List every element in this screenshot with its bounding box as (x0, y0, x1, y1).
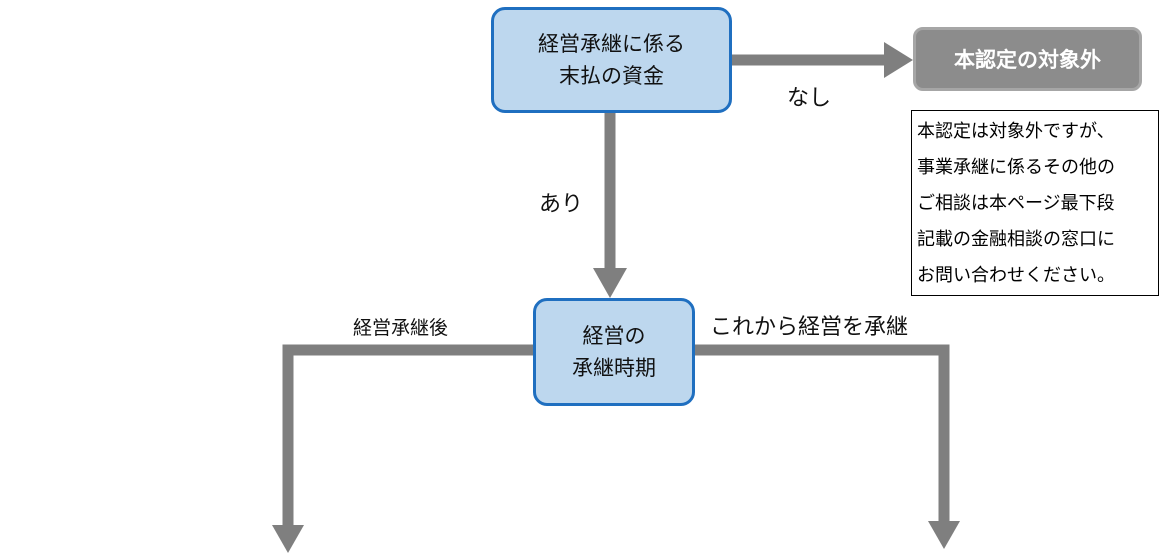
edge-label-none: なし (787, 86, 832, 111)
note-line-2: 事業承継に係るその他の (917, 157, 1115, 178)
arrow-after-head (272, 525, 304, 553)
arrow-future-shaft (695, 344, 950, 523)
succession-timing-node: 経営の 承継時期 (533, 298, 695, 406)
succession-timing-line-2: 承継時期 (572, 356, 656, 380)
excluded-node: 本認定の対象外 (913, 27, 1142, 91)
arrow-future-head (928, 521, 960, 549)
funding-question-node: 経営承継に係る 末払の資金 (491, 7, 732, 113)
edge-label-after-succession: 経営承継後 (353, 317, 449, 339)
note-line-1: 本認定は対象外ですが、 (917, 121, 1115, 142)
note-line-3: ご相談は本ページ最下段 (917, 193, 1115, 214)
excluded-label: 本認定の対象外 (954, 48, 1101, 72)
edge-label-yes: あり (539, 192, 584, 217)
succession-timing-line-1: 経営の (582, 324, 646, 348)
funding-question-line-2: 末払の資金 (559, 64, 664, 88)
arrow-yes-head (593, 268, 627, 298)
arrow-none-head (884, 42, 913, 78)
funding-question-line-1: 経営承継に係る (538, 32, 685, 56)
note-line-4: 記載の金融相談の窓口に (917, 229, 1115, 250)
arrow-after-shaft (282, 344, 533, 527)
edge-label-future-succession: これから経営を承継 (710, 315, 909, 340)
excluded-note-box: 本認定は対象外ですが、 事業承継に係るその他の ご相談は本ページ最下段 記載の金… (911, 110, 1159, 296)
note-line-5: お問い合わせください。 (917, 265, 1115, 286)
